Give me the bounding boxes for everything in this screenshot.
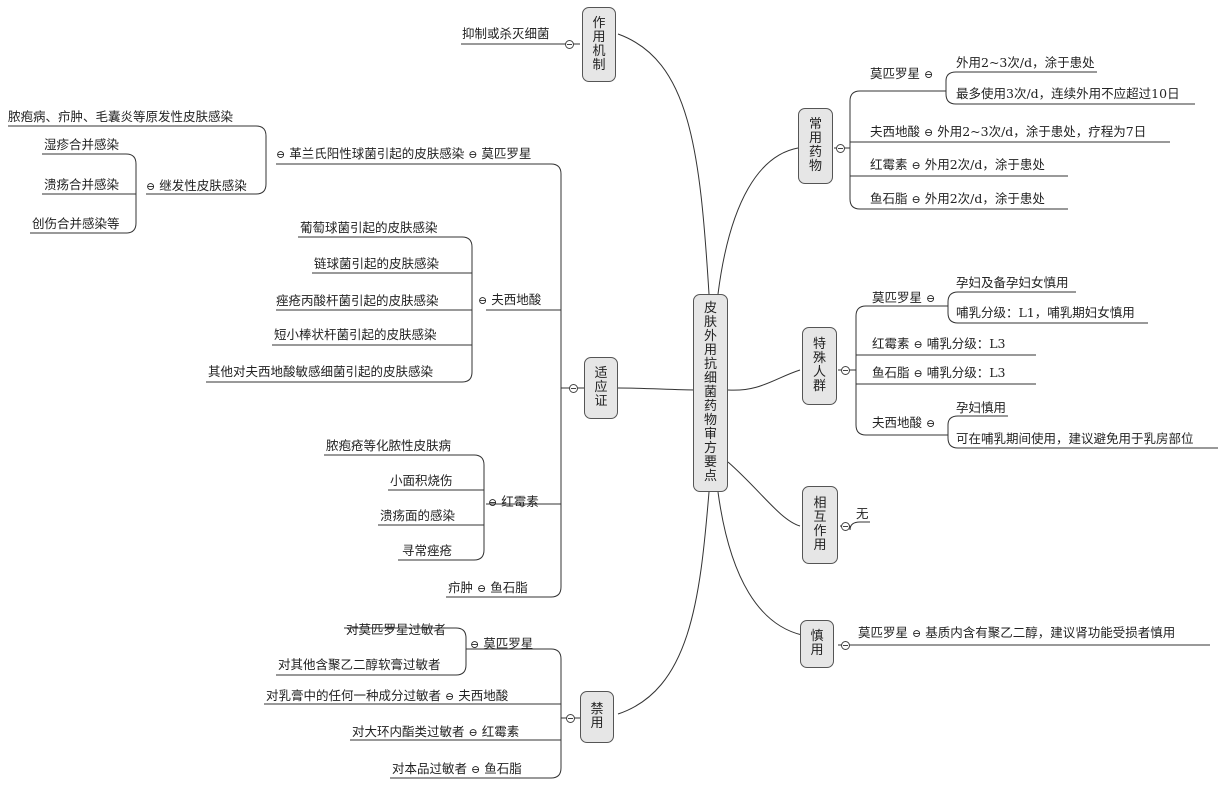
root-node[interactable]: 皮 肤 外 用 抗 细 菌 药 物 审 方 要 点 bbox=[693, 294, 728, 492]
common-mupirocin-dose: 外用2~3次/d，涂于患处 bbox=[956, 55, 1095, 70]
special-erythromycin: 红霉素 ⊖ 哺乳分级：L3 bbox=[872, 336, 1006, 351]
contra-peg-allergy: 对其他含聚乙二醇软膏过敏者 bbox=[278, 657, 441, 672]
mechanism-node[interactable]: 作 用 机 制 bbox=[582, 7, 616, 82]
collapse-icon[interactable]: ⊖ bbox=[911, 193, 921, 206]
contra-mupirocin: ⊖ 莫匹罗星 bbox=[470, 636, 534, 651]
secondary-item-wound: 创伤合并感染等 bbox=[32, 216, 120, 231]
special-fusidic-pregnancy: 孕妇慎用 bbox=[956, 400, 1007, 415]
indication-ichthammol: 疖肿 ⊖ 鱼石脂 bbox=[448, 580, 528, 595]
collapse-icon[interactable]: ⊖ bbox=[146, 180, 156, 193]
collapse-icon[interactable]: ⊖ bbox=[911, 159, 921, 172]
caution-collapse-toggle[interactable] bbox=[841, 641, 850, 650]
secondary-item-eczema: 湿疹合并感染 bbox=[44, 137, 120, 152]
fusidic-item-corynebacterium: 短小棒状杆菌引起的皮肤感染 bbox=[274, 327, 437, 342]
special-mupirocin-lactation: 哺乳分级：L1，哺乳期妇女慎用 bbox=[956, 305, 1135, 320]
erythro-item-ulcer: 溃疡面的感染 bbox=[380, 508, 456, 523]
indication-secondary-infection: ⊖ 继发性皮肤感染 bbox=[146, 178, 247, 193]
mechanism-detail: 抑制或杀灭细菌 bbox=[462, 26, 550, 41]
interaction-node[interactable]: 相 互 作 用 bbox=[802, 486, 838, 564]
indication-primary-infection: 脓疱病、疖肿、毛囊炎等原发性皮肤感染 bbox=[8, 109, 234, 124]
special-populations-collapse-toggle[interactable] bbox=[841, 366, 850, 375]
common-fusidic: 夫西地酸 ⊖ 外用2~3次/d，涂于患处，疗程为7日 bbox=[870, 124, 1147, 139]
erythro-item-burn: 小面积烧伤 bbox=[390, 473, 453, 488]
special-mupirocin: 莫匹罗星 ⊖ bbox=[872, 290, 936, 305]
collapse-icon[interactable]: ⊖ bbox=[912, 627, 922, 640]
common-mupirocin: 莫匹罗星 ⊖ bbox=[870, 66, 934, 81]
collapse-icon[interactable]: ⊖ bbox=[478, 294, 488, 307]
collapse-icon[interactable]: ⊖ bbox=[468, 726, 478, 739]
mechanism-collapse-toggle[interactable] bbox=[565, 40, 574, 49]
erythro-item-acne: 寻常痤疮 bbox=[402, 543, 453, 558]
special-fusidic-lactation: 可在哺乳期间使用，建议避免用于乳房部位 bbox=[956, 431, 1194, 446]
collapse-icon[interactable]: ⊖ bbox=[926, 417, 936, 430]
collapse-icon[interactable]: ⊖ bbox=[445, 690, 455, 703]
fusidic-item-other: 其他对夫西地酸敏感细菌引起的皮肤感染 bbox=[208, 364, 434, 379]
collapse-icon[interactable]: ⊖ bbox=[924, 68, 934, 81]
collapse-icon[interactable]: ⊖ bbox=[276, 148, 286, 161]
erythro-item-pyoderma: 脓疱疮等化脓性皮肤病 bbox=[326, 438, 452, 453]
interaction-none: 无 bbox=[856, 506, 869, 521]
contraindications-collapse-toggle[interactable] bbox=[566, 714, 575, 723]
collapse-icon[interactable]: ⊖ bbox=[924, 126, 934, 139]
special-populations-node[interactable]: 特 殊 人 群 bbox=[802, 327, 837, 405]
special-fusidic: 夫西地酸 ⊖ bbox=[872, 415, 936, 430]
contraindications-node[interactable]: 禁 用 bbox=[580, 691, 614, 743]
fusidic-item-acnes: 痤疮丙酸杆菌引起的皮肤感染 bbox=[276, 293, 439, 308]
collapse-icon[interactable]: ⊖ bbox=[468, 148, 478, 161]
contra-erythromycin: 对大环内酯类过敏者 ⊖ 红霉素 bbox=[352, 724, 520, 739]
indication-fusidic-acid: ⊖ 夫西地酸 bbox=[478, 292, 542, 307]
special-mupirocin-pregnancy: 孕妇及备孕妇女慎用 bbox=[956, 275, 1069, 290]
contra-fusidic: 对乳膏中的任何一种成分过敏者 ⊖ 夫西地酸 bbox=[266, 688, 509, 703]
collapse-icon[interactable]: ⊖ bbox=[488, 496, 498, 509]
fusidic-item-strep: 链球菌引起的皮肤感染 bbox=[314, 256, 440, 271]
caution-node[interactable]: 慎 用 bbox=[800, 620, 834, 668]
collapse-icon[interactable]: ⊖ bbox=[926, 292, 936, 305]
common-erythromycin: 红霉素 ⊖ 外用2次/d，涂于患处 bbox=[870, 157, 1045, 172]
common-ichthammol: 鱼石脂 ⊖ 外用2次/d，涂于患处 bbox=[870, 191, 1045, 206]
indication-erythromycin: ⊖ 红霉素 bbox=[488, 494, 539, 509]
indication-mupirocin-gram-positive: ⊖ 革兰氏阳性球菌引起的皮肤感染 ⊖ 莫匹罗星 bbox=[276, 146, 532, 161]
indications-node[interactable]: 适 应 证 bbox=[584, 357, 618, 419]
collapse-icon[interactable]: ⊖ bbox=[913, 367, 923, 380]
common-drugs-collapse-toggle[interactable] bbox=[836, 144, 845, 153]
collapse-icon[interactable]: ⊖ bbox=[913, 338, 923, 351]
special-ichthammol: 鱼石脂 ⊖ 哺乳分级：L3 bbox=[872, 365, 1006, 380]
interaction-collapse-toggle[interactable] bbox=[841, 522, 850, 531]
collapse-icon[interactable]: ⊖ bbox=[471, 763, 481, 776]
secondary-item-ulcer: 溃疡合并感染 bbox=[44, 177, 120, 192]
contra-mupirocin-allergy: 对莫匹罗星过敏者 bbox=[346, 622, 447, 637]
collapse-icon[interactable]: ⊖ bbox=[470, 638, 480, 651]
indications-collapse-toggle[interactable] bbox=[569, 384, 578, 393]
fusidic-item-staph: 葡萄球菌引起的皮肤感染 bbox=[300, 220, 438, 235]
common-drugs-node[interactable]: 常 用 药 物 bbox=[798, 108, 833, 184]
contra-ichthammol: 对本品过敏者 ⊖ 鱼石脂 bbox=[392, 761, 522, 776]
common-mupirocin-max: 最多使用3次/d，连续外用不应超过10日 bbox=[956, 86, 1180, 101]
caution-mupirocin: 莫匹罗星 ⊖ 基质内含有聚乙二醇，建议肾功能受损者慎用 bbox=[858, 625, 1176, 640]
collapse-icon[interactable]: ⊖ bbox=[477, 582, 487, 595]
